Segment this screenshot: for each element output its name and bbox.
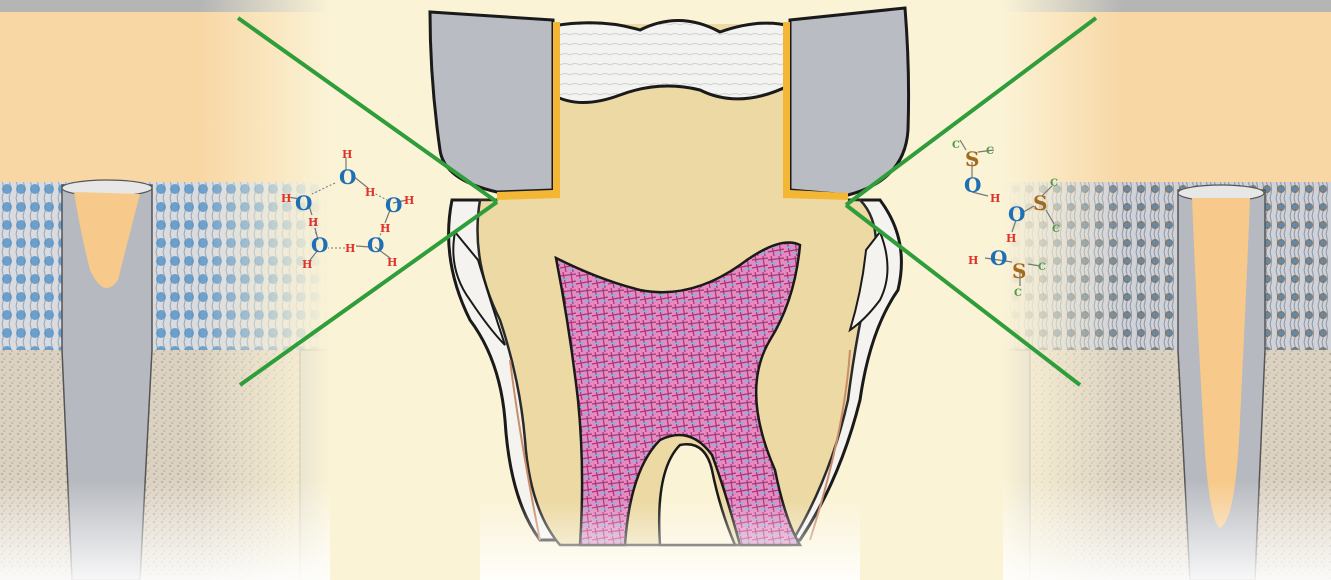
- water-oxygen-5: O: [367, 233, 384, 257]
- dmso-sulfur: S: [1012, 259, 1026, 283]
- dmso-oxygen: O: [990, 246, 1007, 270]
- water-hydrogen: H: [404, 194, 414, 207]
- dmso-carbon: C: [986, 146, 994, 157]
- dmso-carbon: C: [1052, 224, 1060, 235]
- tooth-cross-section: [330, 0, 1003, 580]
- right-magnified-panel: [1003, 0, 1331, 580]
- water-oxygen-2: O: [295, 191, 312, 215]
- dmso-carbon: C: [1050, 178, 1058, 189]
- dmso-hydrogen: H: [1006, 232, 1016, 245]
- dmso-carbon: C: [1038, 262, 1046, 273]
- dmso-carbon: C: [1014, 288, 1022, 299]
- dmso-hydrogen: H: [990, 192, 1000, 205]
- dmso-oxygen: O: [1008, 202, 1025, 226]
- left-magnified-panel: [0, 0, 330, 580]
- water-hydrogen: H: [387, 256, 397, 269]
- water-hydrogen: H: [281, 192, 291, 205]
- water-oxygen-1: O: [339, 165, 356, 189]
- water-hydrogen: H: [365, 186, 375, 199]
- dmso-sulfur: S: [1033, 191, 1047, 215]
- water-oxygen-4: O: [311, 233, 328, 257]
- dmso-carbon: C: [952, 140, 960, 151]
- water-hydrogen: H: [345, 242, 355, 255]
- dmso-oxygen: O: [964, 173, 981, 197]
- water-hydrogen: H: [342, 148, 352, 161]
- water-oxygen-3: O: [385, 193, 402, 217]
- water-hydrogen: H: [308, 216, 318, 229]
- water-hydrogen: H: [302, 258, 312, 271]
- dmso-sulfur: S: [965, 147, 979, 171]
- restoration-left: [430, 12, 553, 192]
- restoration-right: [790, 8, 909, 195]
- dmso-hydrogen: H: [968, 254, 978, 267]
